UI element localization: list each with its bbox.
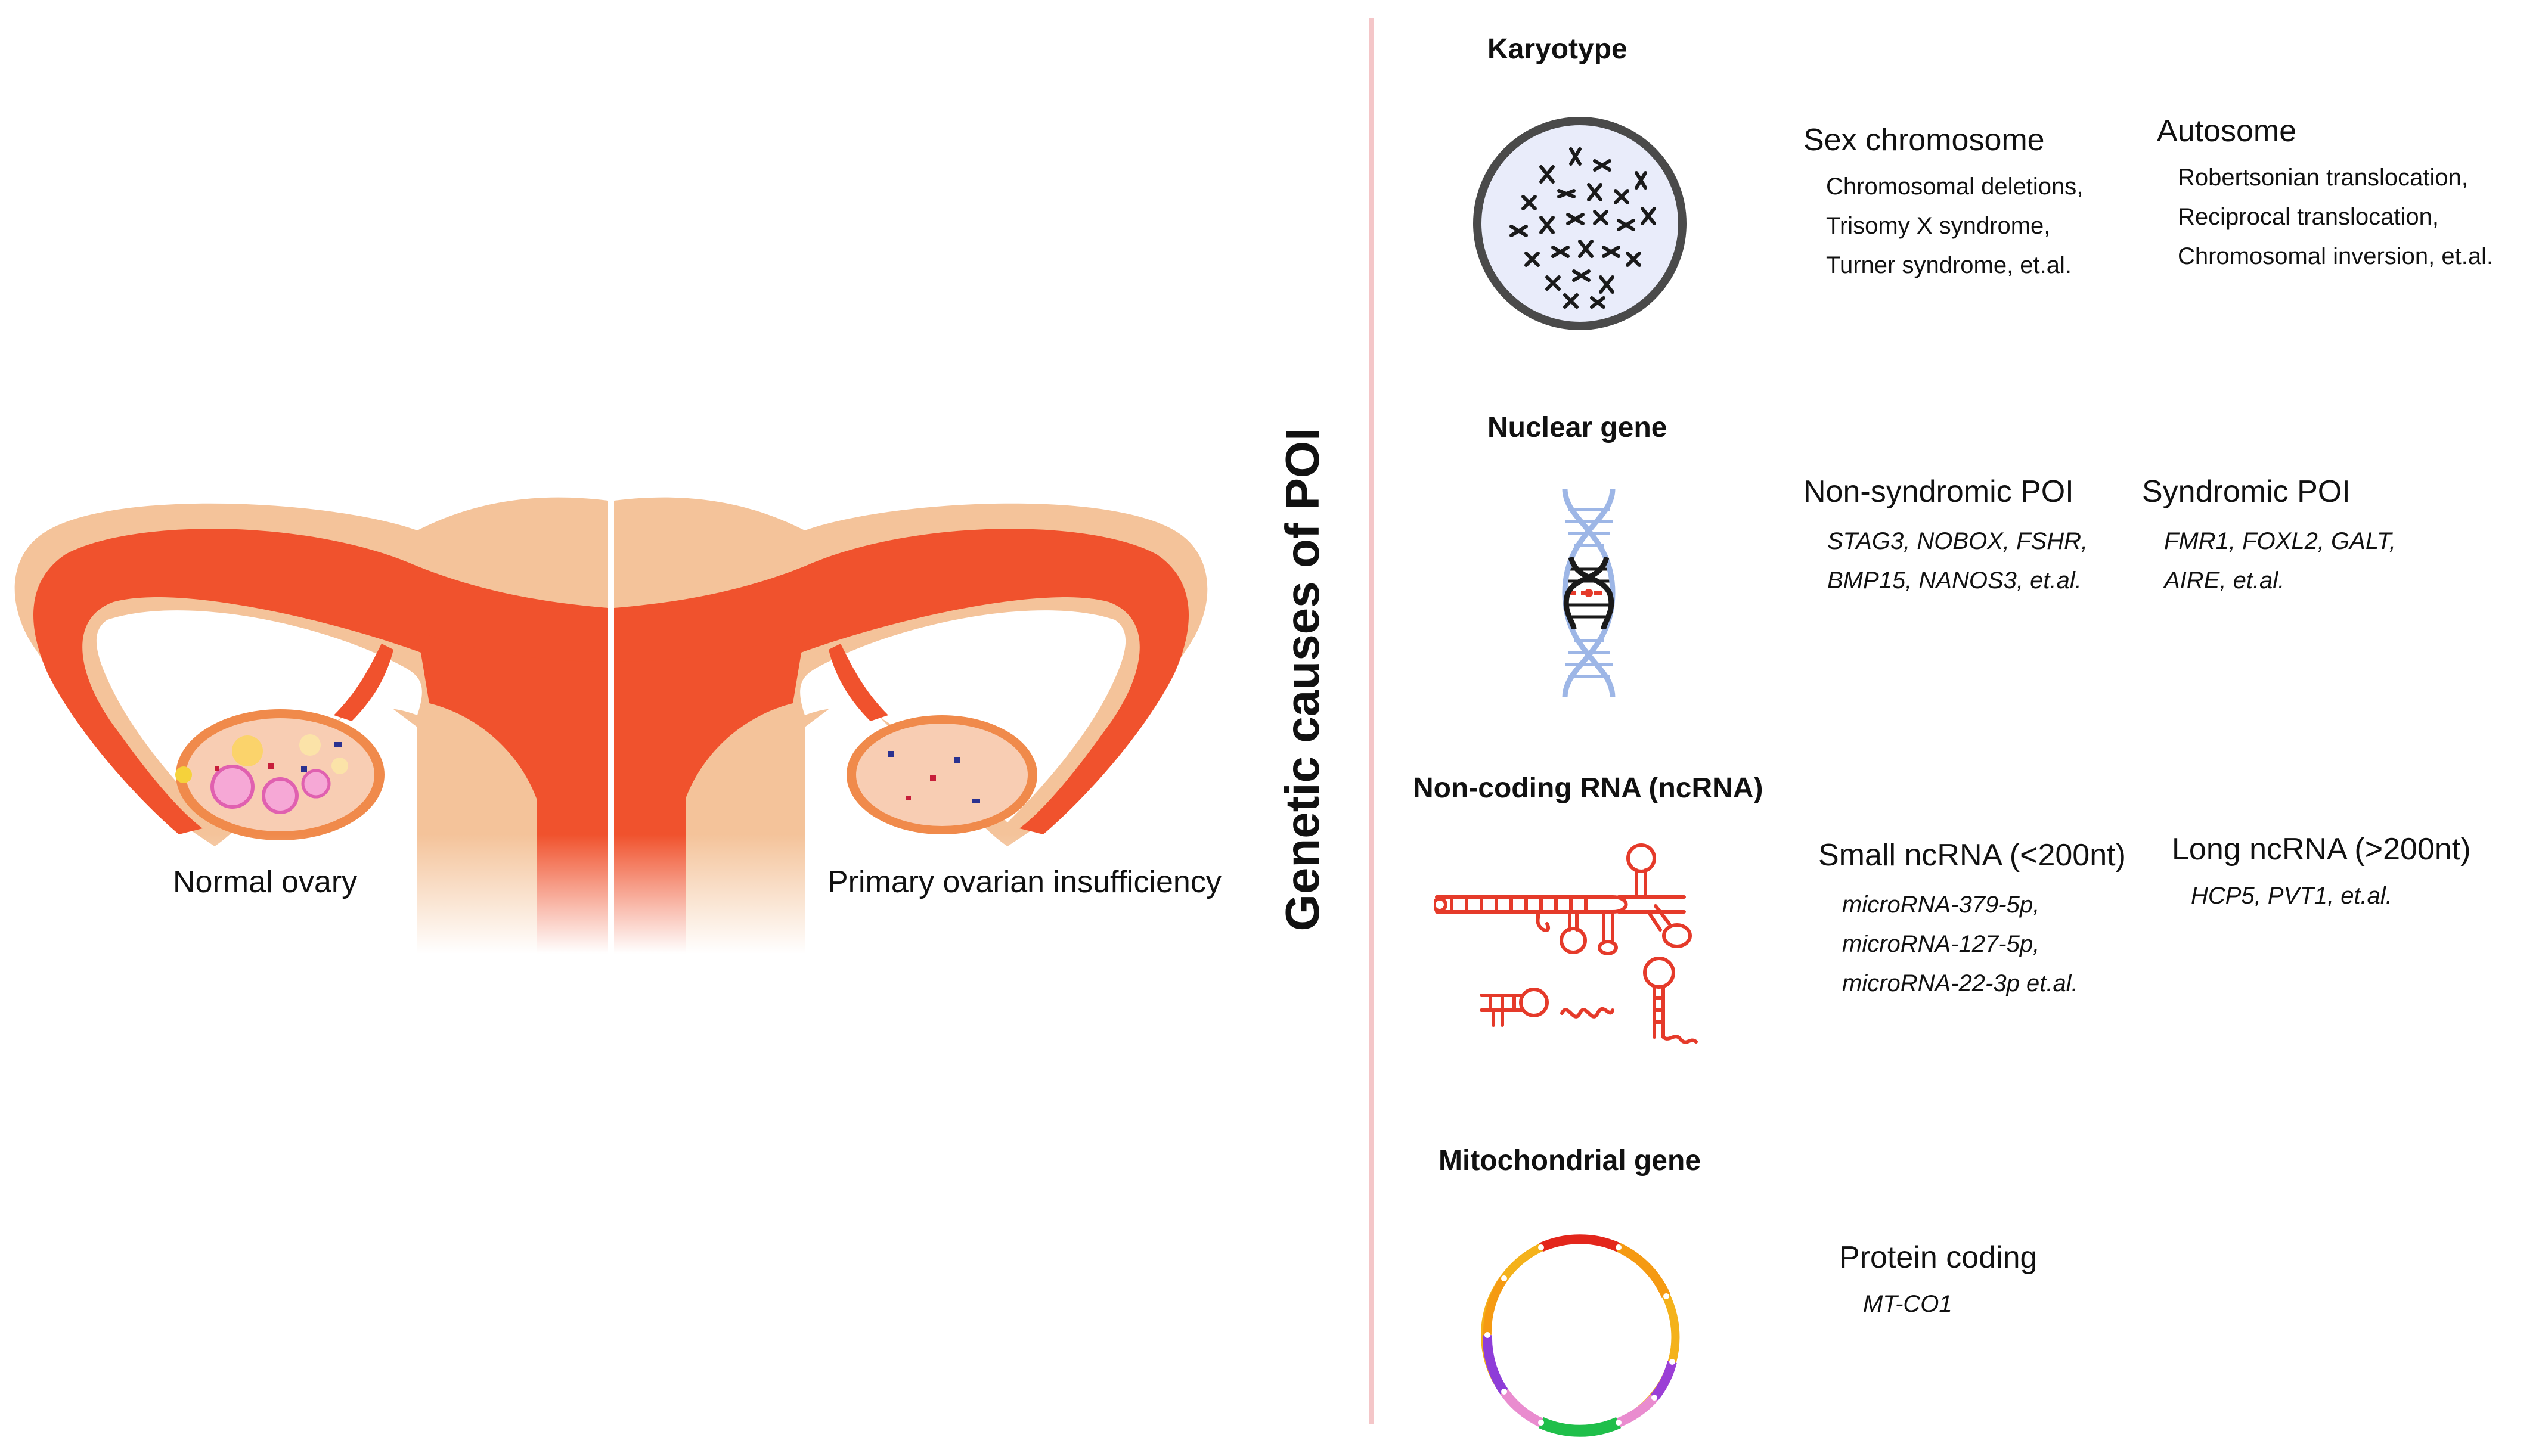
non-syndromic-poi-title: Non-syndromic POI — [1803, 474, 2074, 509]
list-item: HCP5, PVT1, et.al. — [2191, 883, 2392, 909]
list-item: microRNA-379-5p, — [1842, 892, 2040, 918]
karyotype-heading: Karyotype — [1487, 33, 1628, 65]
protein-coding-title: Protein coding — [1839, 1240, 2038, 1275]
ncrna-heading: Non-coding RNA (ncRNA) — [1413, 772, 1763, 804]
mitochondrial-gene-heading: Mitochondrial gene — [1439, 1145, 1701, 1176]
list-item: FMR1, FOXL2, GALT, — [2164, 528, 2397, 554]
list-item: Chromosomal inversion, et.al. — [2178, 243, 2494, 269]
long-ncrna-title: Long ncRNA (>200nt) — [2172, 832, 2471, 867]
non-syndromic-poi-list: STAG3, NOBOX, FSHR, BMP15, NANOS3, et.al… — [1827, 521, 2088, 600]
small-ncrna-list: microRNA-379-5p, microRNA-127-5p, microR… — [1842, 885, 2078, 1003]
list-item: Trisomy X syndrome, — [1826, 213, 2051, 239]
autosome-list: Robertsonian translocation, Reciprocal t… — [2178, 158, 2493, 276]
protein-coding-list: MT-CO1 — [1863, 1284, 1952, 1324]
sex-chromosome-list: Chromosomal deletions, Trisomy X syndrom… — [1826, 167, 2083, 285]
rna-hairpin-icon — [1434, 843, 1698, 1044]
list-item: AIRE, et.al. — [2164, 567, 2285, 594]
autosome-title: Autosome — [2157, 114, 2297, 148]
list-item: Chromosomal deletions, — [1826, 173, 2084, 200]
dna-helix-icon — [1562, 488, 1616, 698]
syndromic-poi-list: FMR1, FOXL2, GALT, AIRE, et.al. — [2164, 521, 2396, 600]
list-item: Reciprocal translocation, — [2178, 204, 2439, 230]
list-item: Turner syndrome, et.al. — [1826, 252, 2072, 278]
normal-ovary-caption: Normal ovary — [173, 865, 358, 899]
small-ncrna-title: Small ncRNA (<200nt) — [1818, 838, 2126, 873]
long-ncrna-list: HCP5, PVT1, et.al. — [2191, 876, 2392, 915]
list-item: STAG3, NOBOX, FSHR, — [1827, 528, 2088, 554]
syndromic-poi-title: Syndromic POI — [2142, 474, 2351, 509]
list-item: microRNA-127-5p, — [1842, 931, 2040, 957]
chromosome-spread-icon — [1473, 117, 1687, 330]
mitochondrial-dna-ring-icon — [1481, 1234, 1680, 1437]
uterus-illustration — [0, 497, 1282, 954]
poi-caption: Primary ovarian insufficiency — [827, 865, 1222, 899]
list-item: MT-CO1 — [1863, 1291, 1952, 1317]
sex-chromosome-title: Sex chromosome — [1803, 123, 2045, 157]
nuclear-gene-heading: Nuclear gene — [1487, 412, 1667, 443]
list-item: BMP15, NANOS3, et.al. — [1827, 567, 2082, 594]
list-item: microRNA-22-3p et.al. — [1842, 970, 2078, 996]
divider-line — [1369, 18, 1374, 1424]
list-item: Robertsonian translocation, — [2178, 164, 2468, 191]
diagram-title: Genetic causes of POI — [1276, 427, 1329, 932]
